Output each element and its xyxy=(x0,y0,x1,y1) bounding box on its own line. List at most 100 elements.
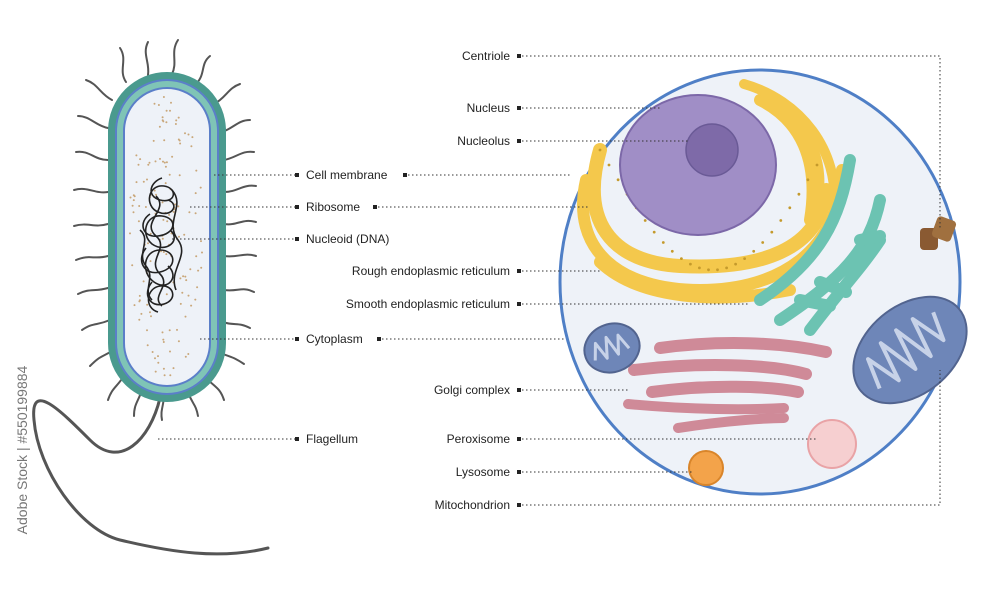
ribosome-dot xyxy=(165,161,168,164)
ribosome-dot xyxy=(149,311,151,314)
label-nucleus: Nucleus xyxy=(467,101,510,115)
ribosome-dot xyxy=(132,194,135,197)
bacterium-leaders xyxy=(158,173,299,441)
rough-er-ribosome-dot xyxy=(716,268,719,272)
label-nucleoid: Nucleoid (DNA) xyxy=(306,232,389,246)
bacterium-cytoplasm xyxy=(123,87,211,387)
ribosome-dot xyxy=(137,220,140,223)
ribosome-dot xyxy=(158,125,161,128)
ribosome-dot xyxy=(164,182,167,185)
label-smooth-er: Smooth endoplasmic reticulum xyxy=(346,297,510,311)
animal-cell-leaders xyxy=(373,54,941,507)
ribosome-dot xyxy=(140,312,143,315)
mitochondrion-large xyxy=(852,295,968,405)
ribosome-dot xyxy=(162,341,165,343)
rough-er-ribosome-dot xyxy=(770,230,774,234)
ribosome-dot xyxy=(189,268,192,271)
ribosome-dot xyxy=(165,293,168,296)
ribosome-dot xyxy=(176,328,178,331)
ribosome-dot xyxy=(157,355,159,358)
ribosome-dot xyxy=(177,116,180,119)
ribosome-dot xyxy=(194,298,197,301)
smooth-endoplasmic-reticulum xyxy=(754,154,886,336)
ribosome-dot xyxy=(144,206,147,208)
rough-er-ribosome-dot xyxy=(788,206,792,210)
ribosome-dot xyxy=(199,186,202,189)
animal-cell-labels: Centriole Nucleus Nucleolus Rough endopl… xyxy=(346,49,510,512)
rough-er-ribosome-dot xyxy=(680,257,683,260)
ribosome-dot xyxy=(138,318,141,321)
ribosome-dot xyxy=(190,145,193,148)
ribosome-dot xyxy=(188,211,191,214)
ribosome-dot xyxy=(201,251,203,254)
rough-er-ribosome-dot xyxy=(806,178,810,182)
ribosome-dot xyxy=(154,160,157,163)
ribosome-dot xyxy=(149,260,152,263)
rough-er-ribosome-dot xyxy=(652,230,656,234)
ribosome-dot xyxy=(197,269,200,272)
ribosome-dot xyxy=(194,212,197,215)
label-cell-membrane: Cell membrane xyxy=(306,168,388,182)
label-rough-er: Rough endoplasmic reticulum xyxy=(352,264,510,278)
ribosome-dot xyxy=(174,123,177,125)
ribosome-dot xyxy=(168,329,171,332)
rough-er-ribosome-dot xyxy=(698,266,701,270)
ribosome-dot xyxy=(153,189,156,192)
ribosome-dot xyxy=(187,133,190,136)
rough-er-ribosome-dot xyxy=(670,249,674,253)
ribosome-dot xyxy=(142,180,145,183)
label-flagellum: Flagellum xyxy=(306,432,358,446)
ribosome-dot xyxy=(154,357,156,360)
ribosome-dot xyxy=(138,299,141,302)
golgi-complex xyxy=(623,337,832,433)
rough-er-ribosome-dot xyxy=(815,163,819,167)
ribosome-dot xyxy=(157,361,160,364)
ribosome-dot xyxy=(157,104,160,106)
ribosome-dot xyxy=(182,275,185,278)
ribosome-dot xyxy=(162,251,165,253)
ribosome-dot xyxy=(172,210,175,213)
ribosome-dot xyxy=(148,161,151,164)
ribosome-dot xyxy=(154,370,157,373)
ribosome-dot xyxy=(178,235,180,238)
rough-er-ribosome-dot xyxy=(643,219,647,222)
ribosome-dot xyxy=(131,264,134,267)
ribosome-dot xyxy=(162,160,164,163)
ribosome-dot xyxy=(147,242,149,245)
label-nucleolus: Nucleolus xyxy=(457,134,510,148)
ribosome-dot xyxy=(181,291,184,294)
ribosome-dot xyxy=(153,102,156,105)
ribosome-dot xyxy=(187,353,190,355)
ribosome-dot xyxy=(171,155,174,158)
ribosome-dot xyxy=(162,338,165,341)
ribosome-dot xyxy=(195,169,198,172)
ribosome-dot xyxy=(164,165,167,168)
ribosome-dot xyxy=(169,350,171,353)
label-peroxisome: Peroxisome xyxy=(447,432,511,446)
ribosome-dot xyxy=(142,280,145,283)
ribosome-dot xyxy=(155,193,157,196)
ribosome-dot xyxy=(196,286,199,289)
peroxisome xyxy=(807,419,857,469)
ribosome-dot xyxy=(139,158,142,161)
rough-er-ribosome-dot xyxy=(616,178,620,182)
bacterium xyxy=(32,39,270,556)
ribosome-dot xyxy=(200,266,203,269)
ribosome-dot xyxy=(149,232,152,235)
rough-er-ribosome-dot xyxy=(743,257,746,260)
rough-er-ribosome-dot xyxy=(707,268,710,272)
ribosome-dot xyxy=(184,355,187,358)
ribosome-dot xyxy=(169,374,172,377)
ribosome-dot xyxy=(175,119,178,122)
ribosome-dot xyxy=(163,139,166,142)
rough-er-ribosome-dot xyxy=(661,241,665,244)
ribosome-dot xyxy=(161,116,164,119)
ribosome-dot xyxy=(177,205,180,208)
rough-er-ribosomes xyxy=(598,148,819,272)
ribosome-dot xyxy=(151,351,154,353)
ribosome-dot xyxy=(161,201,164,204)
ribosome-dot xyxy=(162,96,165,98)
ribosome-dot xyxy=(187,294,190,297)
ribosome-dot xyxy=(184,315,187,318)
mitochondrion-small xyxy=(583,322,641,374)
